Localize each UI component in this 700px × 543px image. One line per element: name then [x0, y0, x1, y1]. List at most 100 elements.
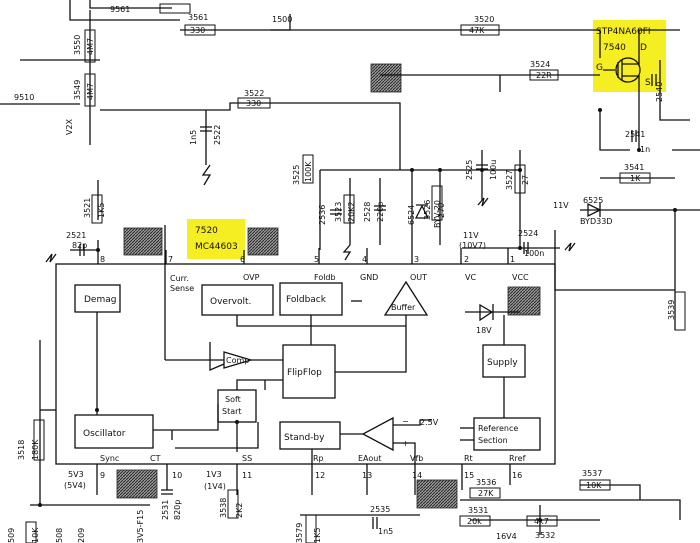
refdes: 3550 [73, 35, 82, 55]
ic-part-label: MC44603 [195, 242, 238, 252]
refdes: 47K [469, 26, 485, 35]
flipflop-label: FlipFlop [287, 368, 322, 378]
reference-block [473, 417, 541, 451]
refdes: 100K [304, 161, 313, 182]
refdes: 3532 [535, 531, 555, 540]
pin-number: 7 [168, 255, 173, 264]
pin-number: 8 [100, 255, 105, 264]
pin-label-sense: Sense [170, 284, 194, 293]
testpoint-8 [123, 227, 163, 256]
ref-2v5-label: 2.5V [420, 418, 439, 427]
pin-label-vcc: VCC [512, 273, 529, 282]
oscillator-label: Oscillator [83, 429, 126, 439]
pin-label-ovp: OVP [243, 273, 260, 282]
refdes: 2K2 [235, 503, 244, 518]
refdes: 3549 [73, 80, 82, 100]
buffer-label: Buffer [391, 303, 416, 312]
mosfet-ref-label: 7540 [603, 43, 626, 53]
pin-number: 9 [100, 471, 105, 480]
foldback-block [279, 282, 343, 316]
refdes: 820p [173, 500, 182, 520]
softstart-label-1: Soft [225, 395, 241, 404]
testpoint-6 [247, 227, 279, 256]
pin-number: 11 [242, 471, 252, 480]
refdes: 2525 [465, 160, 474, 180]
testpoint-10 [116, 469, 158, 499]
pin-number: 3 [414, 255, 419, 264]
refdes: BYV-20 [433, 200, 442, 228]
mosfet-part-label: STP4NA60FI [596, 27, 651, 37]
refdes: 3524 [530, 60, 550, 69]
pin-label-foldb: Foldb [314, 273, 336, 282]
softstart-label-2: Start [222, 407, 242, 416]
pin-number: 14 [412, 471, 422, 480]
refdes: 16V4 [496, 532, 517, 541]
refdes: 2524 [518, 229, 538, 238]
pin-label-rp: Rp [313, 454, 324, 463]
refdes: 3526 [423, 200, 432, 220]
refdes: 3536 [476, 478, 496, 487]
refdes: 2536 [318, 205, 327, 225]
refdes: BYD33D [580, 217, 612, 226]
pin-label-out: OUT [410, 273, 427, 282]
refdes: 330 [190, 26, 205, 35]
pin-label-curr: Curr. [170, 274, 189, 283]
pin-number: 1 [510, 255, 515, 264]
pin-number: 13 [362, 471, 372, 480]
refdes: 2528 [363, 202, 372, 222]
refdes: 9561 [110, 5, 130, 14]
refdes: 509 [7, 528, 16, 543]
demag-label: Demag [84, 295, 116, 305]
refdes: 2541 [625, 130, 645, 139]
refdes: 3531 [468, 506, 488, 515]
refdes: 3518 [17, 440, 26, 460]
refdes: 180K [31, 439, 40, 460]
refdes: 3521 [83, 198, 92, 218]
oscillator-block [74, 414, 154, 449]
refdes: 220p [376, 202, 385, 222]
pin-label-rt: Rt [464, 454, 473, 463]
refdes: 1V3 [206, 470, 222, 479]
refdes: 2521 [66, 231, 86, 240]
refdes: 3V5-F15 [136, 510, 145, 543]
mosfet-highlight [593, 20, 666, 92]
error-amp-plus: + [402, 439, 409, 448]
refdes: (5V4) [64, 481, 86, 490]
refdes: 3520 [474, 15, 494, 24]
refdes: 1K5 [313, 528, 322, 543]
reference-label-2: Section [478, 436, 508, 445]
ic-highlight [187, 219, 245, 259]
testpoint-out [370, 63, 402, 93]
ic-body [55, 263, 556, 465]
refdes: 1K [630, 174, 641, 183]
refdes: 11V [463, 231, 479, 240]
pin-label-ss: SS [242, 454, 252, 463]
refdes: 2535 [370, 505, 390, 514]
refdes: 20K2 [347, 201, 356, 222]
refdes: 1n [640, 145, 650, 154]
refdes: 1K5 [97, 203, 106, 218]
refdes: 6524 [407, 205, 416, 225]
refdes: 1500 [272, 15, 292, 24]
refdes: 100n [524, 249, 544, 258]
refdes: 4k7 [534, 517, 549, 526]
foldback-label: Foldback [286, 295, 327, 305]
comp-label: Comp [226, 356, 249, 365]
refdes: 10K [31, 527, 40, 543]
refdes: 3539 [667, 300, 676, 320]
mosfet-drain-label: D [640, 43, 647, 53]
pin-label-eaout: EAout [358, 454, 382, 463]
refdes: 209 [77, 528, 86, 543]
refdes: 9510 [14, 93, 34, 102]
pin-number: 2 [464, 255, 469, 264]
refdes: 27 [521, 175, 530, 185]
pin-number: 15 [464, 471, 474, 480]
refdes: 508 [55, 528, 64, 543]
pin-number: 4 [362, 255, 367, 264]
pin-label-vfb: Vfb [410, 454, 423, 463]
pin-label-rref: Rref [509, 454, 526, 463]
mosfet-gate-label: G [596, 63, 603, 73]
ic-ref-label: 7520 [195, 226, 218, 236]
refdes: 22R [536, 71, 552, 80]
